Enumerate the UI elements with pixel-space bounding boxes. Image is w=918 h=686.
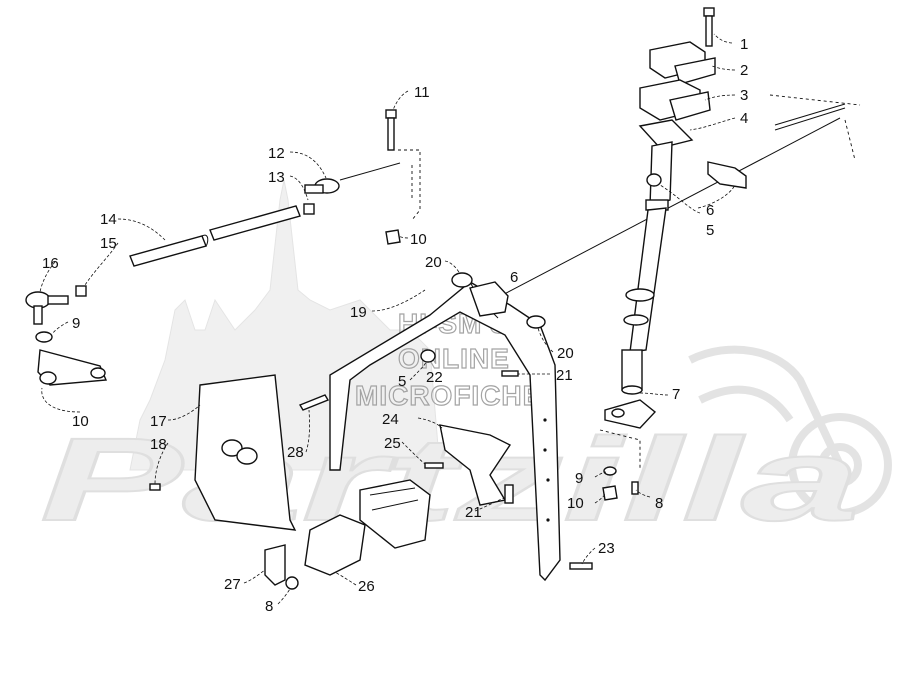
nut-10-upper [385, 229, 401, 245]
callout-17: 17 [150, 413, 167, 430]
axis-line-tie-rod [339, 162, 401, 181]
line-art [25, 7, 861, 590]
callout-6-lower: 6 [510, 269, 518, 286]
steering-column-4 [621, 119, 694, 395]
grommet-20-right [526, 315, 546, 329]
callout-21-upper: 21 [556, 367, 573, 384]
plate-28 [298, 394, 330, 411]
bracket-6-lower [469, 281, 509, 317]
callout-19: 19 [350, 304, 367, 321]
shield-17 [194, 374, 297, 531]
callout-26: 26 [358, 578, 375, 595]
callout-25: 25 [384, 435, 401, 452]
bolt-11 [385, 109, 421, 221]
washer-9-left [35, 331, 53, 343]
callout-24: 24 [382, 411, 399, 428]
leader-lines [39, 33, 736, 605]
nut-22 [420, 349, 436, 363]
callout-20-right: 20 [557, 345, 574, 362]
spindle-arm [37, 349, 108, 386]
callout-20-top: 20 [425, 254, 442, 271]
clamp-base-3 [639, 79, 711, 121]
callout-5-frame: 5 [398, 373, 406, 390]
grommet-20-top [451, 272, 473, 288]
callout-12: 12 [268, 145, 285, 162]
callout-5-column: 5 [706, 222, 714, 239]
callout-6-upper: 6 [706, 202, 714, 219]
pitman-arm-7 [599, 399, 657, 470]
callout-15: 15 [100, 235, 117, 252]
tie-rod-14 [129, 205, 301, 267]
bolt-1 [703, 7, 715, 47]
callout-10-upper: 10 [410, 231, 427, 248]
rod-end-16 [25, 291, 69, 325]
screw-18 [149, 483, 161, 491]
callout-23: 23 [598, 540, 615, 557]
callout-14: 14 [100, 211, 117, 228]
callout-10-right: 10 [567, 495, 584, 512]
callout-13: 13 [268, 169, 285, 186]
callout-22: 22 [426, 369, 443, 386]
bracket-27 [264, 544, 286, 586]
callout-9-right: 9 [575, 470, 583, 487]
watermark-line3: MICROFICHE [355, 380, 542, 411]
clamp-cap-2 [649, 41, 716, 85]
bracket-6-upper [707, 161, 747, 189]
nut-10-right [602, 485, 618, 501]
callout-labels: 1 2 3 4 5 6 6 7 8 9 10 11 12 13 10 14 15… [42, 36, 748, 615]
callout-10-left: 10 [72, 413, 89, 430]
watermark-layer: Partzilla HI-SM'S ONLINE MICROFICHE [39, 179, 892, 547]
callout-27: 27 [224, 576, 241, 593]
handlebar [769, 94, 861, 161]
stud-21-upper [501, 370, 519, 377]
regulator-26 [304, 479, 431, 576]
callout-1: 1 [740, 36, 748, 53]
callout-3: 3 [740, 87, 748, 104]
callout-21-lower: 21 [465, 504, 482, 521]
callout-4: 4 [740, 110, 748, 127]
watermark-brand: Partzilla [40, 414, 860, 546]
jam-nut-15 [75, 285, 87, 297]
washer-9-right [603, 466, 617, 476]
callout-8-lower: 8 [265, 598, 273, 615]
washer-5 [646, 173, 662, 187]
callout-7: 7 [672, 386, 680, 403]
stud-21-lower [504, 484, 514, 504]
nut-8-lower [285, 576, 299, 590]
callout-8-right: 8 [655, 495, 663, 512]
callout-28: 28 [287, 444, 304, 461]
jam-nut-13 [303, 203, 315, 215]
rod-end-12 [304, 178, 340, 194]
callout-2: 2 [740, 62, 748, 79]
watermark-motorcycle [688, 345, 892, 517]
bolt-23 [569, 562, 593, 570]
screw-8-right [631, 481, 639, 495]
bolt-25 [424, 462, 444, 469]
callout-16: 16 [42, 255, 59, 272]
callout-9-left: 9 [72, 315, 80, 332]
callout-11: 11 [414, 84, 430, 101]
watermark-line2: ONLINE [398, 343, 510, 374]
callout-18: 18 [150, 436, 167, 453]
